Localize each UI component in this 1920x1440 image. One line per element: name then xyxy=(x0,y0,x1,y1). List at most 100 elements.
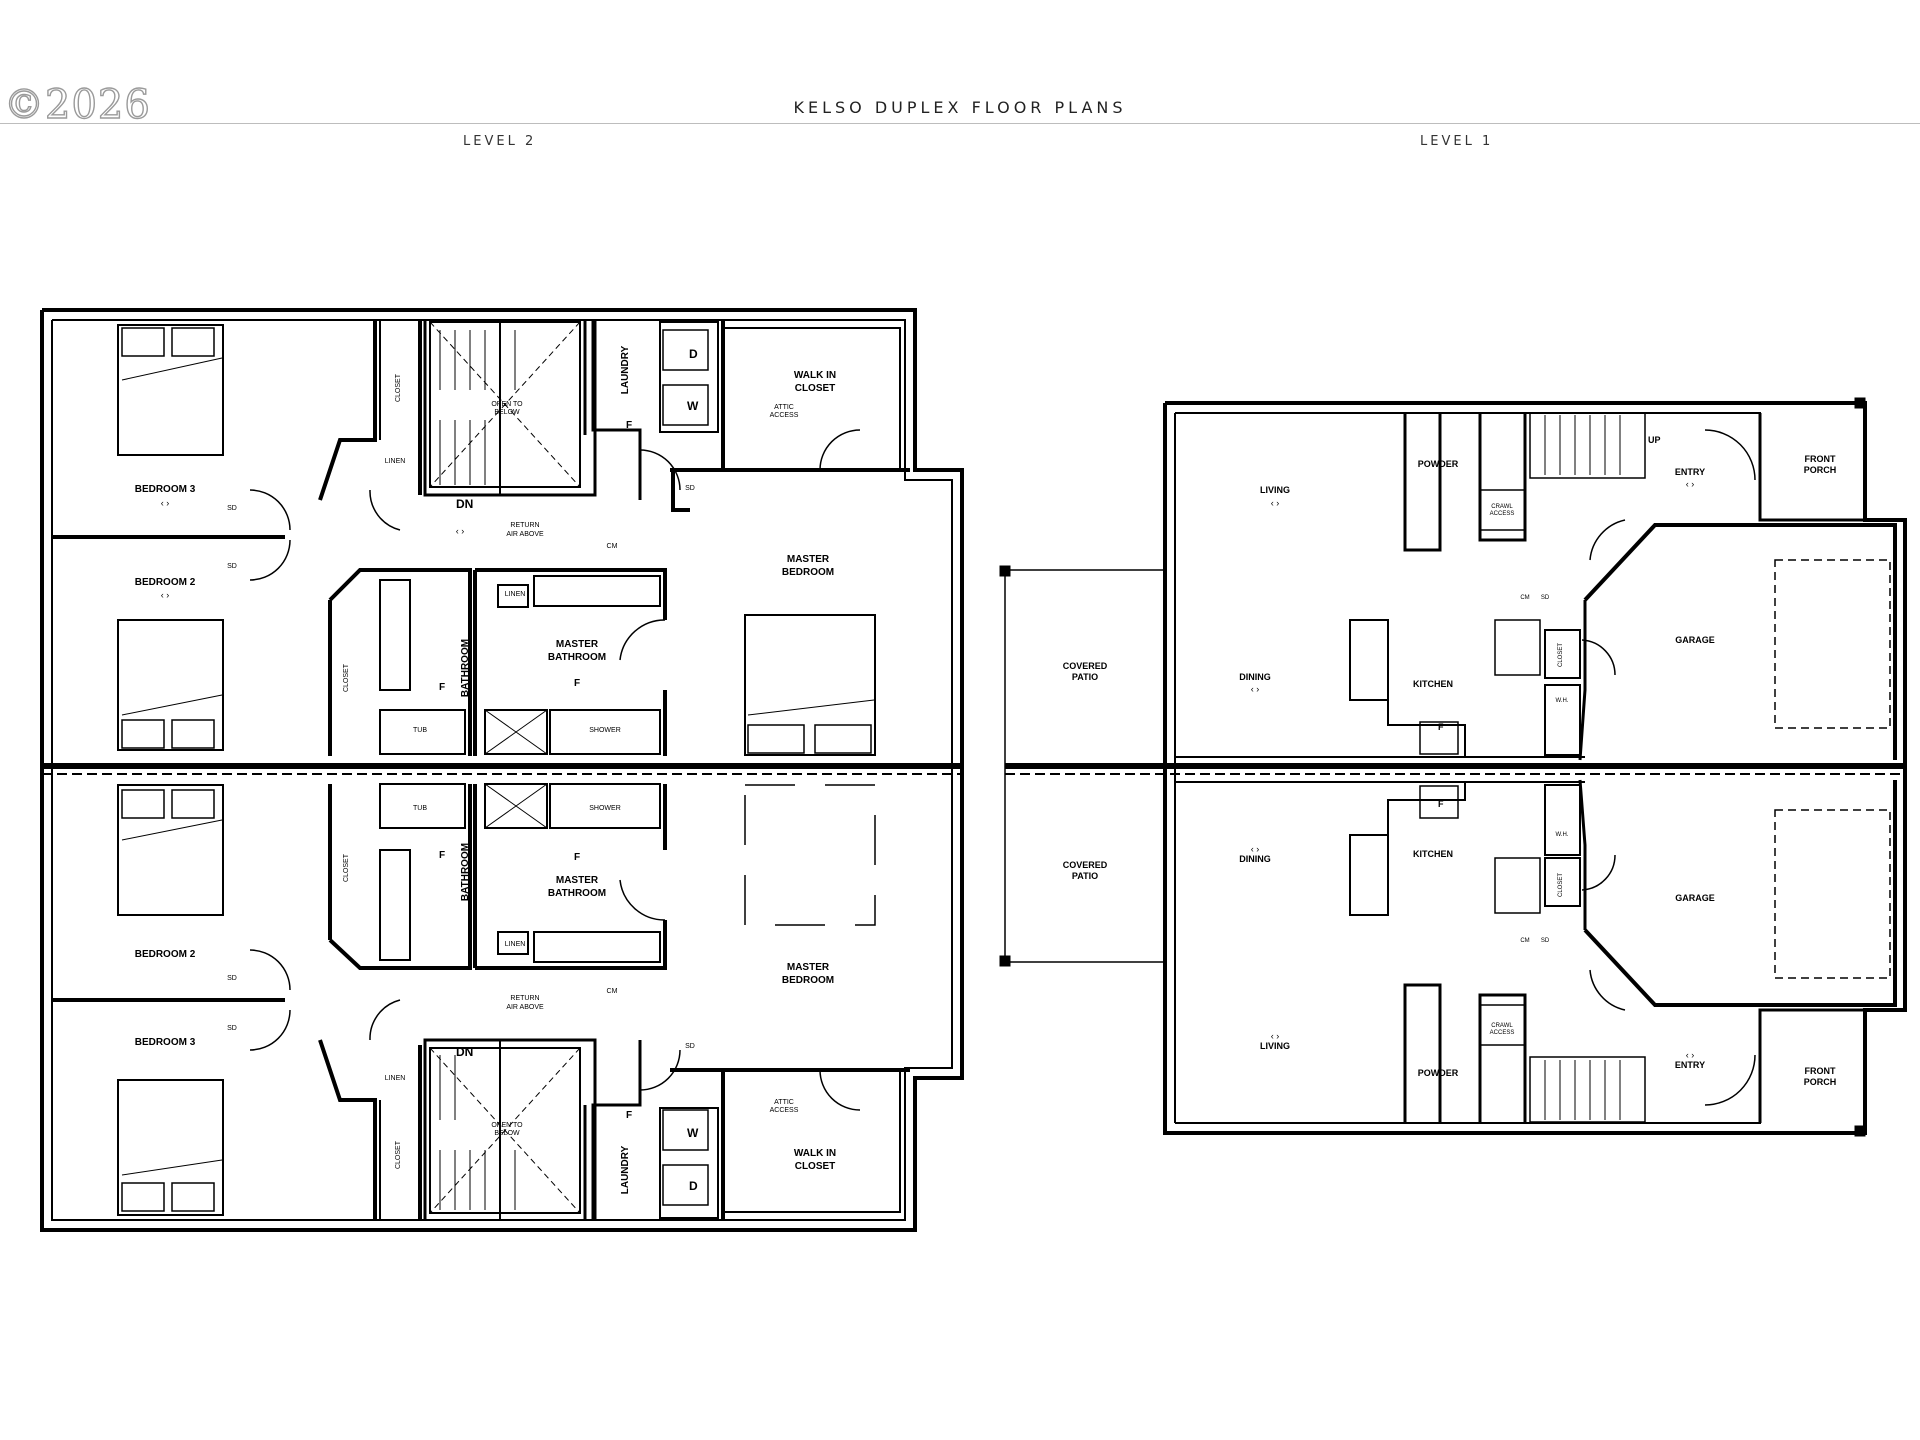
label-covered-patio-lower-1: COVERED xyxy=(1063,860,1108,870)
shower-upper: SHOWER xyxy=(589,727,621,734)
label-living-upper: LIVING xyxy=(1260,485,1290,495)
f-master-bath-lower: F xyxy=(574,852,580,863)
arrows-l2-1: ‹ › xyxy=(161,498,170,508)
label-walkin-lower-2: CLOSET xyxy=(795,1161,836,1172)
f-kitchen-lower: F xyxy=(1438,799,1444,809)
label-master-bath-upper-1: MASTER xyxy=(556,639,599,650)
label-bedroom-3-lower: BEDROOM 3 xyxy=(135,1037,196,1048)
label-front-porch-upper-1: FRONT xyxy=(1805,454,1836,464)
level-1-plan xyxy=(999,397,1907,1137)
label-living-lower: LIVING xyxy=(1260,1041,1290,1051)
attic-lower-2: ACCESS xyxy=(770,1107,799,1114)
arrows-l1-4: ‹ › xyxy=(1251,844,1260,854)
cm-l1-upper: CM xyxy=(1520,595,1529,601)
arrows-l1-1: ‹ › xyxy=(1271,498,1280,508)
bathroom-label-lower: BATHROOM xyxy=(460,843,471,901)
sd-l1-lower: SD xyxy=(1541,938,1550,944)
f-kitchen-upper: F xyxy=(1438,722,1444,732)
closet-lower-1: CLOSET xyxy=(395,1140,402,1169)
sd-upper-1: SD xyxy=(227,505,237,512)
label-front-porch-upper-2: PORCH xyxy=(1804,465,1837,475)
sd-lower-1: SD xyxy=(227,975,237,982)
label-dining-lower: DINING xyxy=(1239,854,1271,864)
arrows-l1-5: ‹ › xyxy=(1271,1031,1280,1041)
return-upper-2: AIR ABOVE xyxy=(506,531,544,538)
label-master-bedroom-lower-2: BEDROOM xyxy=(782,975,834,986)
tub-lower: TUB xyxy=(413,805,427,812)
label-front-porch-lower-1: FRONT xyxy=(1805,1066,1836,1076)
return-upper-1: RETURN xyxy=(510,522,539,529)
dryer-lower: D xyxy=(689,1179,698,1193)
label-walkin-lower-1: WALK IN xyxy=(794,1148,836,1159)
crawl-lower-1: CRAWL xyxy=(1491,1023,1513,1029)
crawl-lower-2: ACCESS xyxy=(1490,1030,1515,1036)
linen-lower: LINEN xyxy=(385,1075,406,1082)
washer-lower: W xyxy=(687,1126,699,1140)
label-bedroom-2-upper: BEDROOM 2 xyxy=(135,577,196,588)
label-covered-patio-upper-2: PATIO xyxy=(1072,672,1098,682)
cm-upper: CM xyxy=(607,543,618,550)
wh-upper: W.H. xyxy=(1556,698,1569,704)
stair-down-lower: DN xyxy=(456,1045,473,1059)
label-garage-upper: GARAGE xyxy=(1675,635,1715,645)
linen-upper: LINEN xyxy=(385,458,406,465)
shower-lower: SHOWER xyxy=(589,805,621,812)
sd-lower-3: SD xyxy=(685,1043,695,1050)
dryer-upper: D xyxy=(689,347,698,361)
f-master-bath-upper: F xyxy=(574,678,580,689)
level-2-heading: LEVEL 2 xyxy=(463,134,537,149)
label-covered-patio-lower-2: PATIO xyxy=(1072,871,1098,881)
label-walkin-upper-1: WALK IN xyxy=(794,370,836,381)
label-master-bedroom-upper-2: BEDROOM xyxy=(782,567,834,578)
arrows-l2-2: ‹ › xyxy=(161,590,170,600)
arrows-l2-3: ‹ › xyxy=(456,526,465,536)
laundry-upper: F xyxy=(626,420,632,431)
f-laundry-lower: F xyxy=(626,1110,632,1121)
sd-upper-2: SD xyxy=(227,563,237,570)
label-covered-patio-upper-1: COVERED xyxy=(1063,661,1108,671)
label-master-bath-lower-1: MASTER xyxy=(556,875,599,886)
cm-lower: CM xyxy=(607,988,618,995)
closet-upper-1: CLOSET xyxy=(395,373,402,402)
stair-down-upper: DN xyxy=(456,497,473,511)
title-divider xyxy=(0,123,1920,124)
linen-master-upper: LINEN xyxy=(505,591,526,598)
return-lower-1: RETURN xyxy=(510,995,539,1002)
laundry-label-upper: LAUNDRY xyxy=(620,345,631,394)
label-master-bath-upper-2: BATHROOM xyxy=(548,652,606,663)
open-below-lower-1: OPEN TO xyxy=(491,1122,523,1129)
linen-master-lower: LINEN xyxy=(505,941,526,948)
level-2-plan xyxy=(40,308,964,1232)
label-bedroom-3-upper: BEDROOM 3 xyxy=(135,484,196,495)
cm-l1-lower: CM xyxy=(1520,938,1529,944)
attic-upper-2: ACCESS xyxy=(770,412,799,419)
label-powder-lower: POWDER xyxy=(1418,1068,1459,1078)
label-front-porch-lower-2: PORCH xyxy=(1804,1077,1837,1087)
page-title: KELSO DUPLEX FLOOR PLANS xyxy=(793,98,1127,117)
closet-l1-lower: CLOSET xyxy=(1558,873,1564,897)
open-below-lower-2: BELOW xyxy=(494,1130,520,1137)
arrows-l1-2: ‹ › xyxy=(1251,684,1260,694)
sd-upper-3: SD xyxy=(685,485,695,492)
label-entry-lower: ENTRY xyxy=(1675,1060,1705,1070)
closet-lower-2: CLOSET xyxy=(343,853,350,882)
closet-l1-upper: CLOSET xyxy=(1558,643,1564,667)
label-powder-upper: POWDER xyxy=(1418,459,1459,469)
stair-up-label: UP xyxy=(1648,435,1661,445)
f-bath-lower: F xyxy=(439,850,445,861)
label-dining-upper: DINING xyxy=(1239,672,1271,682)
attic-upper-1: ATTIC xyxy=(774,404,794,411)
wh-lower: W.H. xyxy=(1556,832,1569,838)
label-walkin-upper-2: CLOSET xyxy=(795,383,836,394)
crawl-upper-2: ACCESS xyxy=(1490,511,1515,517)
label-kitchen-upper: KITCHEN xyxy=(1413,679,1453,689)
return-lower-2: AIR ABOVE xyxy=(506,1004,544,1011)
label-garage-lower: GARAGE xyxy=(1675,893,1715,903)
copyright-watermark: ©2026 xyxy=(3,81,151,128)
arrows-l1-6: ‹ › xyxy=(1686,1050,1695,1060)
open-below-upper-1: OPEN TO xyxy=(491,401,523,408)
closet-upper-2: CLOSET xyxy=(343,663,350,692)
label-master-bedroom-lower-1: MASTER xyxy=(787,962,830,973)
label-master-bath-lower-2: BATHROOM xyxy=(548,888,606,899)
